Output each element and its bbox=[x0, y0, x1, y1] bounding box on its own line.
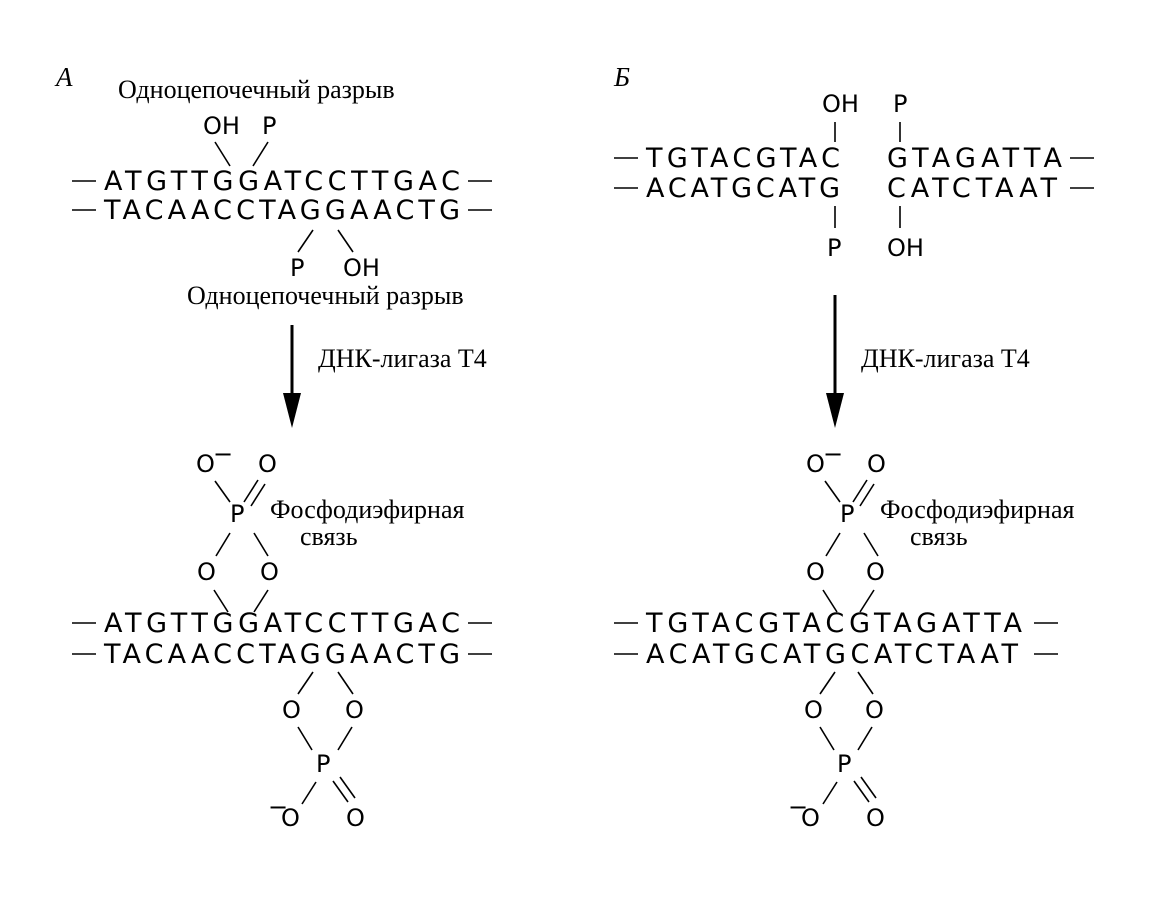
panel-a-nick-label-top: Одноцепочечный разрыв bbox=[118, 75, 395, 104]
panel-b-bottom-left-strand: ACATGCATG bbox=[646, 173, 840, 204]
panel-a-lower-o-left: O bbox=[282, 696, 301, 724]
panel-b-enzyme-label: ДНК-лигаза Т4 bbox=[861, 344, 1030, 373]
panel-a-bottom-p: P bbox=[290, 254, 304, 282]
panel-b-top-p: P bbox=[893, 90, 907, 118]
panel-a-lower-o-minus: O bbox=[281, 804, 300, 832]
panel-b-top-oh: OH bbox=[822, 90, 859, 118]
panel-a-bottom-strand: TACAACCTAGGAACTG bbox=[103, 195, 460, 226]
panel-a-upper-o-right: O bbox=[260, 558, 279, 586]
panel-a-product-top-strand: ATGTTGGATCCTTGAC bbox=[104, 608, 460, 639]
panel-a: А Одноцепочечный разрыв OH P ATGTTGGATCC… bbox=[54, 62, 492, 832]
panel-a-lower-o-double: O bbox=[346, 804, 365, 832]
panel-a-lower-minus-sign: − bbox=[268, 793, 288, 821]
panel-a-enzyme-label: ДНК-лигаза Т4 bbox=[318, 344, 487, 373]
panel-a-upper-o-double: O bbox=[258, 450, 277, 478]
panel-b-top-left-strand: TGTACGTAC bbox=[645, 143, 840, 174]
panel-b-lower-phosphate: O O P − O O bbox=[788, 671, 885, 832]
panel-a-bottom-oh-bond bbox=[337, 229, 354, 253]
panel-b-bottom-right-strand: CATCTAAT bbox=[887, 173, 1058, 204]
panel-b-bottom-p: P bbox=[827, 234, 841, 262]
panel-b-top-right-strand: GTAGATTA bbox=[887, 143, 1063, 174]
panel-b-product-bottom-strand: ACATGCATGCATCTAAT bbox=[646, 639, 1019, 670]
panel-b-arrow-head bbox=[826, 393, 844, 428]
panel-b: Б OH P TGTACGTAC GTAGATTA ACATGCATG CATC… bbox=[613, 62, 1094, 832]
panel-a-upper-phosphate: O − O P Фосфодиэфирная связь O O bbox=[196, 440, 465, 613]
panel-a-label: А bbox=[54, 62, 73, 92]
panel-b-upper-o-minus: O bbox=[806, 450, 825, 478]
panel-b-upper-phosphate: O − O P Фосфодиэфирная связь O O bbox=[806, 440, 1075, 613]
panel-b-upper-bond-label-1: Фосфодиэфирная bbox=[880, 495, 1075, 524]
panel-b-upper-bond-label-2: связь bbox=[910, 522, 968, 551]
panel-b-upper-o-left: O bbox=[806, 558, 825, 586]
panel-a-top-oh-bond bbox=[214, 141, 231, 167]
panel-a-lower-p: P bbox=[316, 750, 330, 778]
panel-b-product-top-strand: TGTACGTACGTAGATTA bbox=[645, 608, 1023, 639]
panel-a-upper-p: P bbox=[230, 500, 244, 528]
panel-a-top-strand: ATGTTGGATCCTTGAC bbox=[104, 166, 460, 197]
panel-b-upper-minus-sign: − bbox=[823, 440, 843, 468]
panel-b-label: Б bbox=[613, 62, 630, 92]
panel-a-upper-o-minus: O bbox=[196, 450, 215, 478]
panel-b-lower-p: P bbox=[837, 750, 851, 778]
panel-b-upper-p: P bbox=[840, 500, 854, 528]
panel-a-upper-o-left: O bbox=[197, 558, 216, 586]
panel-b-upper-o-right: O bbox=[866, 558, 885, 586]
panel-a-top-oh: OH bbox=[203, 112, 240, 140]
panel-b-upper-o-double: O bbox=[867, 450, 886, 478]
panel-a-lower-phosphate: O O P − O O bbox=[268, 671, 365, 832]
panel-b-lower-o-double: O bbox=[866, 804, 885, 832]
panel-a-bottom-oh: OH bbox=[343, 254, 380, 282]
panel-a-upper-minus-sign: − bbox=[213, 440, 233, 468]
panel-a-top-p-bond bbox=[252, 141, 269, 167]
panel-b-bottom-oh: OH bbox=[887, 234, 924, 262]
panel-a-upper-bond-label-1: Фосфодиэфирная bbox=[270, 495, 465, 524]
panel-a-top-p: P bbox=[262, 112, 276, 140]
panel-a-product-bottom-strand: TACAACCTAGGAACTG bbox=[103, 639, 460, 670]
panel-a-lower-o-right: O bbox=[345, 696, 364, 724]
panel-b-lower-minus-sign: − bbox=[788, 793, 808, 821]
panel-a-nick-label-bottom: Одноцепочечный разрыв bbox=[187, 281, 464, 310]
panel-b-lower-o-right: O bbox=[865, 696, 884, 724]
panel-a-upper-bond-label-2: связь bbox=[300, 522, 358, 551]
panel-b-lower-o-minus: O bbox=[801, 804, 820, 832]
panel-b-lower-o-left: O bbox=[804, 696, 823, 724]
panel-a-bottom-p-bond bbox=[297, 229, 314, 253]
panel-a-arrow-head bbox=[283, 393, 301, 428]
